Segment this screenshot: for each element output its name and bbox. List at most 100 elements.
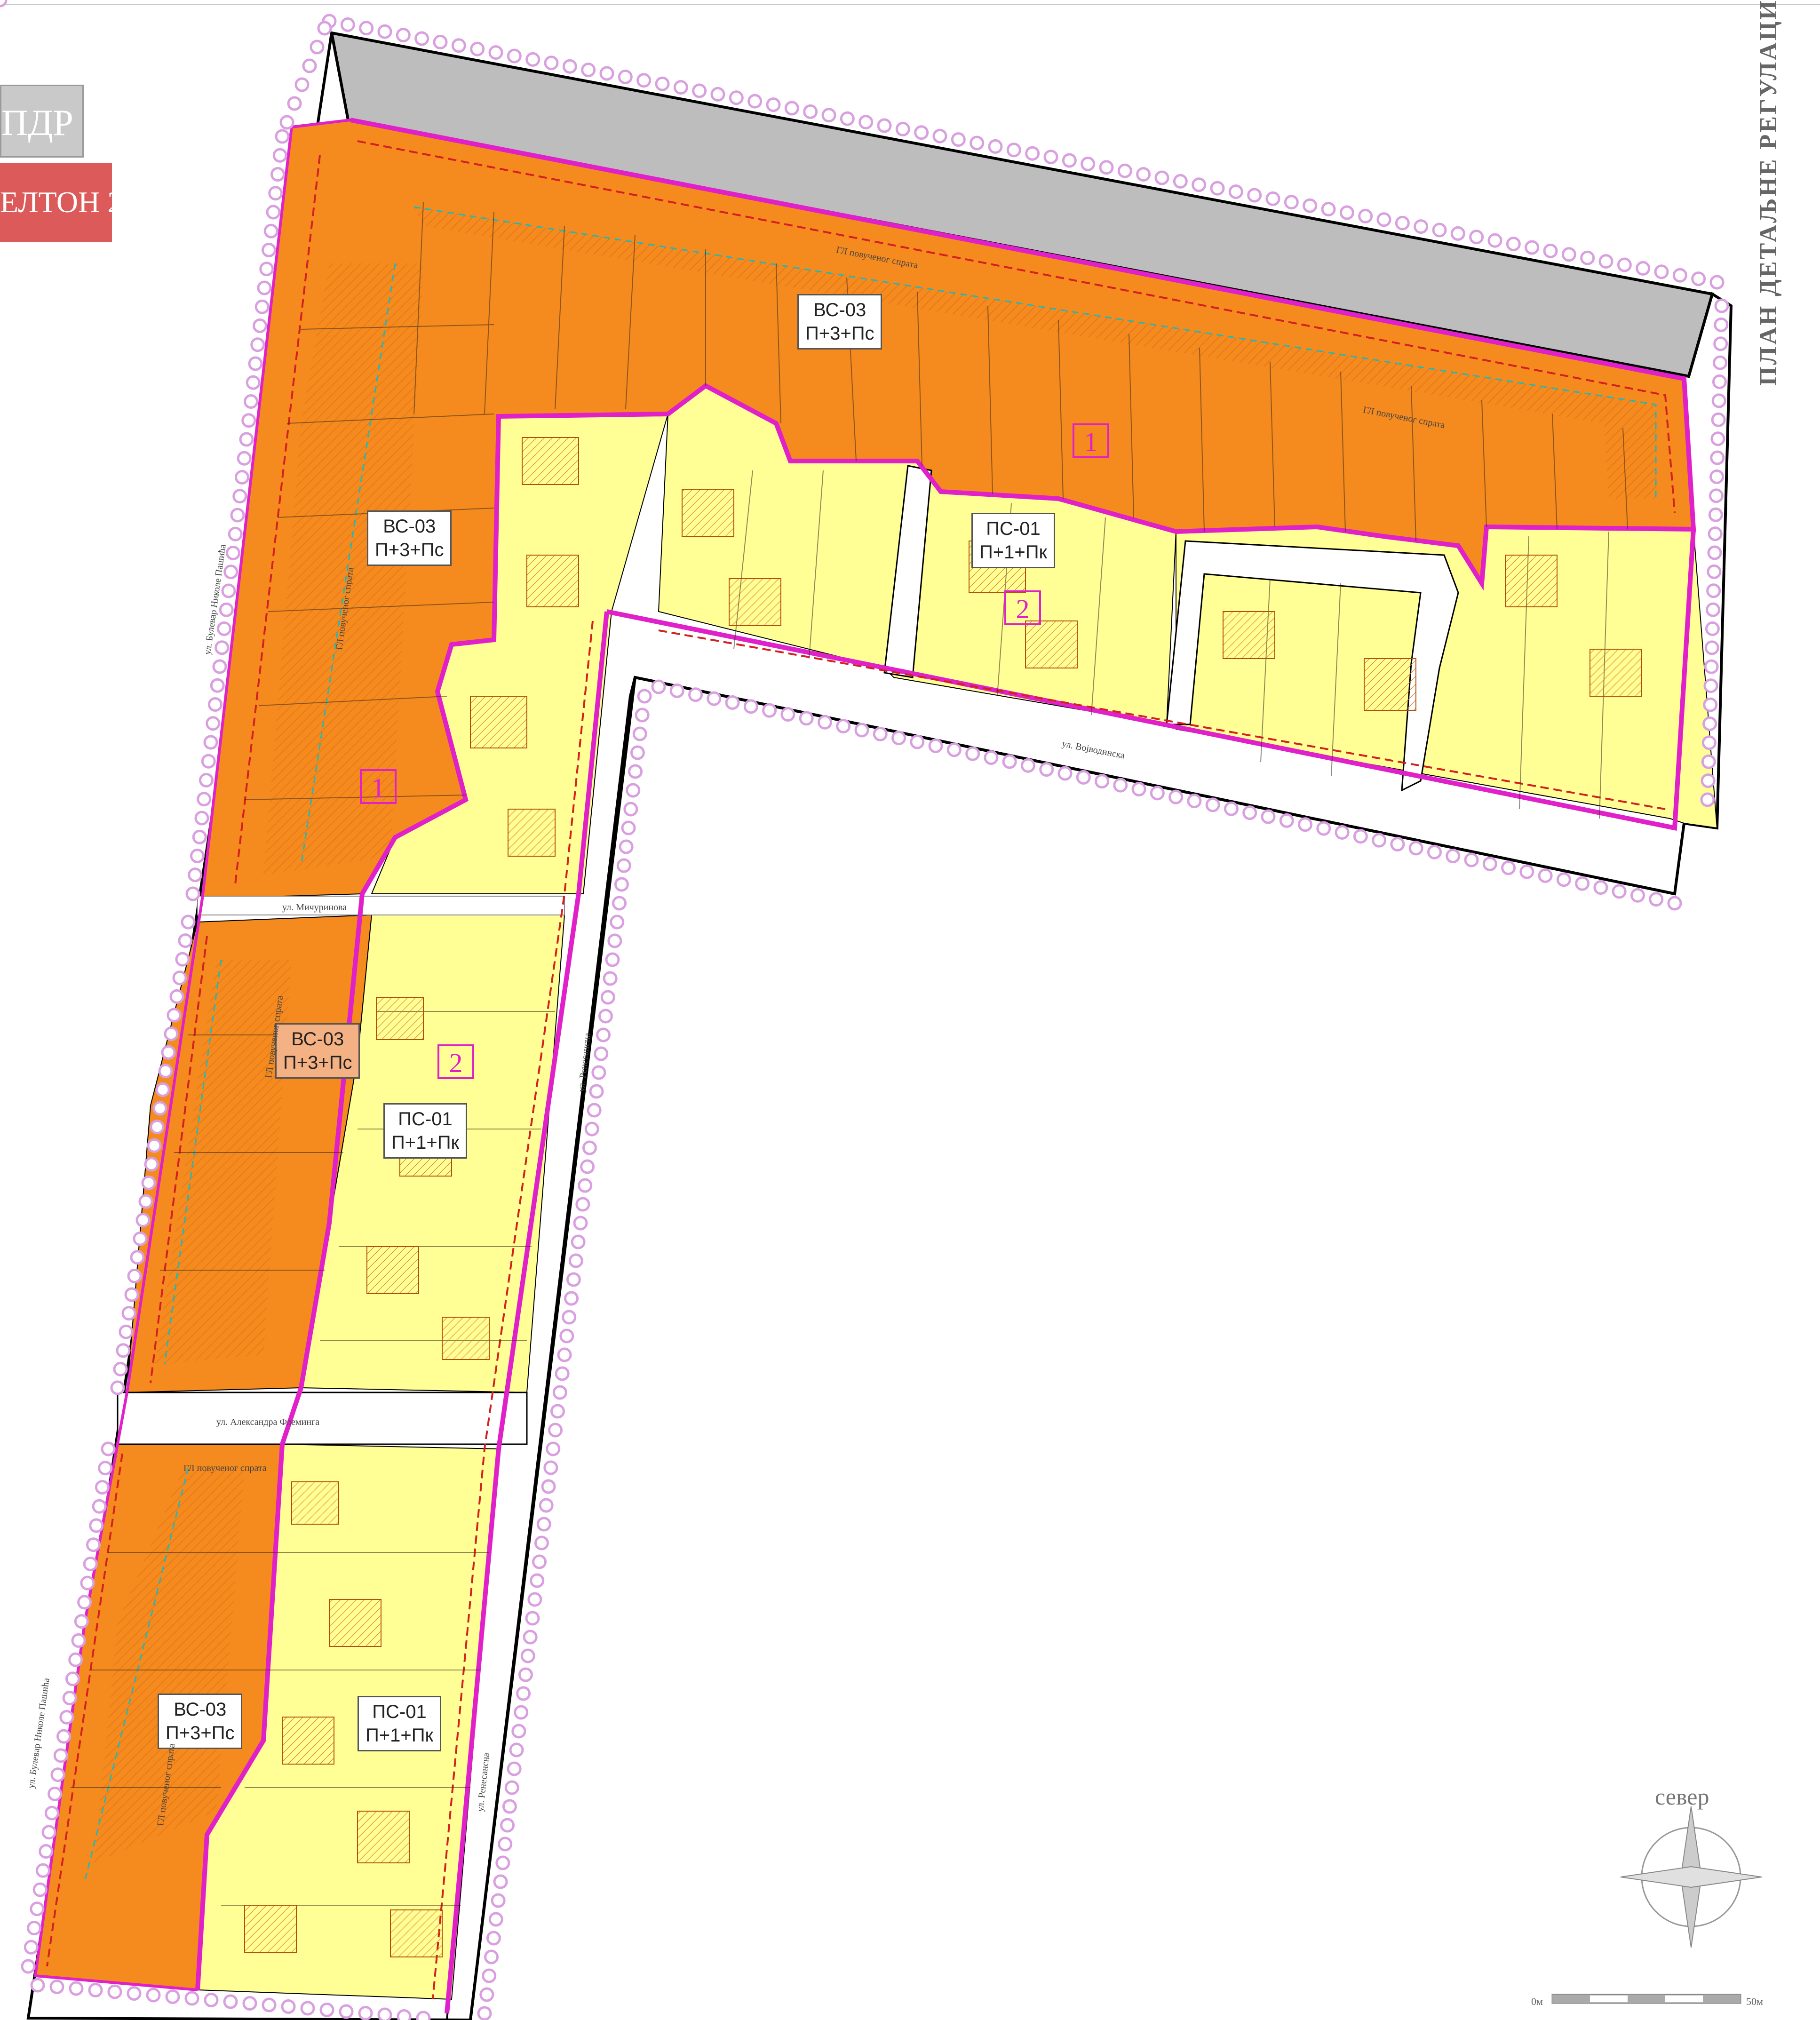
tree — [1575, 876, 1590, 891]
scale-start-label: 0м — [1531, 1996, 1543, 2007]
tree — [101, 1441, 116, 1456]
tree — [946, 742, 962, 757]
tree — [914, 125, 929, 140]
tree — [509, 1742, 524, 1758]
tree — [1395, 215, 1410, 231]
regulation-line-mid — [150, 936, 208, 1384]
hatch-area-bottom — [94, 1468, 245, 1863]
tree — [584, 1121, 599, 1137]
tree — [484, 1949, 499, 1964]
tree — [1704, 640, 1719, 655]
tree — [39, 1844, 54, 1859]
tree — [119, 1324, 134, 1339]
tree — [138, 1194, 153, 1209]
tree — [150, 1120, 165, 1135]
tree — [1700, 792, 1715, 807]
tree — [581, 63, 596, 78]
tree — [1649, 892, 1664, 907]
tree — [1210, 181, 1225, 196]
tree — [516, 1686, 531, 1701]
tree — [80, 1575, 95, 1591]
tree — [340, 17, 355, 32]
tree — [1464, 852, 1479, 867]
tree — [562, 1310, 577, 1325]
tree — [268, 186, 283, 201]
hatch-area-left — [263, 263, 423, 875]
tree — [637, 689, 652, 704]
tree — [1039, 762, 1054, 777]
tree — [59, 1710, 74, 1725]
tree — [1630, 888, 1645, 903]
plan-boundary-street — [445, 611, 609, 2014]
tree — [74, 1614, 89, 1629]
tree — [984, 750, 999, 765]
tree — [594, 1046, 609, 1061]
tree — [1173, 174, 1188, 189]
tree — [68, 1652, 83, 1667]
tree — [486, 1931, 501, 1946]
tree — [152, 1101, 167, 1116]
tree — [1714, 317, 1729, 332]
micurinova-street — [197, 896, 565, 915]
regulation-line-top — [357, 140, 1676, 513]
tree — [1617, 257, 1632, 272]
tree — [155, 1082, 170, 1097]
tree — [511, 1724, 526, 1739]
tree — [167, 1008, 182, 1023]
tree — [1711, 393, 1726, 408]
tree — [358, 2006, 373, 2020]
neighbor-plan-title: ПЛАН ДЕТАЉНЕ РЕГУЛАЦИЈЕ „ПЕЛТОН 3“ — [1755, 0, 1782, 386]
tree — [1710, 450, 1725, 465]
hatch-area-mid — [155, 960, 292, 1364]
tree — [164, 1026, 179, 1042]
tree — [580, 1159, 595, 1174]
tree — [192, 829, 207, 844]
tree — [578, 1178, 593, 1193]
tree — [1081, 156, 1096, 171]
plan-code-tab: ПДР — [0, 85, 84, 158]
tree — [199, 773, 214, 787]
tree — [932, 128, 947, 143]
tree — [377, 2007, 392, 2020]
tree — [1598, 254, 1613, 269]
tree — [910, 734, 925, 749]
tree — [470, 41, 485, 56]
tree — [1580, 250, 1595, 265]
tree — [201, 754, 216, 769]
tree — [988, 139, 1003, 154]
tree — [253, 318, 267, 333]
tree — [190, 849, 205, 863]
tree — [575, 1197, 590, 1212]
street-label-micurinova: ул. Мичуринова — [282, 902, 347, 913]
tree — [507, 1761, 522, 1776]
tree — [541, 1479, 556, 1494]
tree — [1376, 212, 1391, 227]
tree — [339, 2004, 354, 2019]
tree — [729, 90, 744, 105]
tree — [598, 1009, 613, 1024]
renesansna-street-edge-east — [469, 677, 636, 2020]
tree — [98, 1461, 113, 1476]
flemingova-street — [117, 1392, 528, 1445]
tree — [221, 583, 236, 598]
tree — [113, 1361, 128, 1376]
tree — [1708, 526, 1723, 541]
tree — [1321, 202, 1336, 217]
tree — [194, 811, 209, 826]
tree — [197, 792, 212, 807]
tree — [127, 1268, 142, 1283]
tree — [1707, 545, 1722, 560]
tree — [32, 1882, 48, 1897]
tree — [507, 48, 522, 64]
tree — [254, 299, 270, 314]
tree — [530, 1573, 545, 1588]
tree — [0, 0, 8, 8]
tree — [1020, 758, 1035, 773]
tree — [518, 1667, 533, 1682]
tree — [116, 1343, 131, 1358]
tree — [1099, 160, 1114, 175]
tree — [246, 375, 261, 390]
tree — [599, 66, 614, 81]
tree — [762, 703, 777, 718]
